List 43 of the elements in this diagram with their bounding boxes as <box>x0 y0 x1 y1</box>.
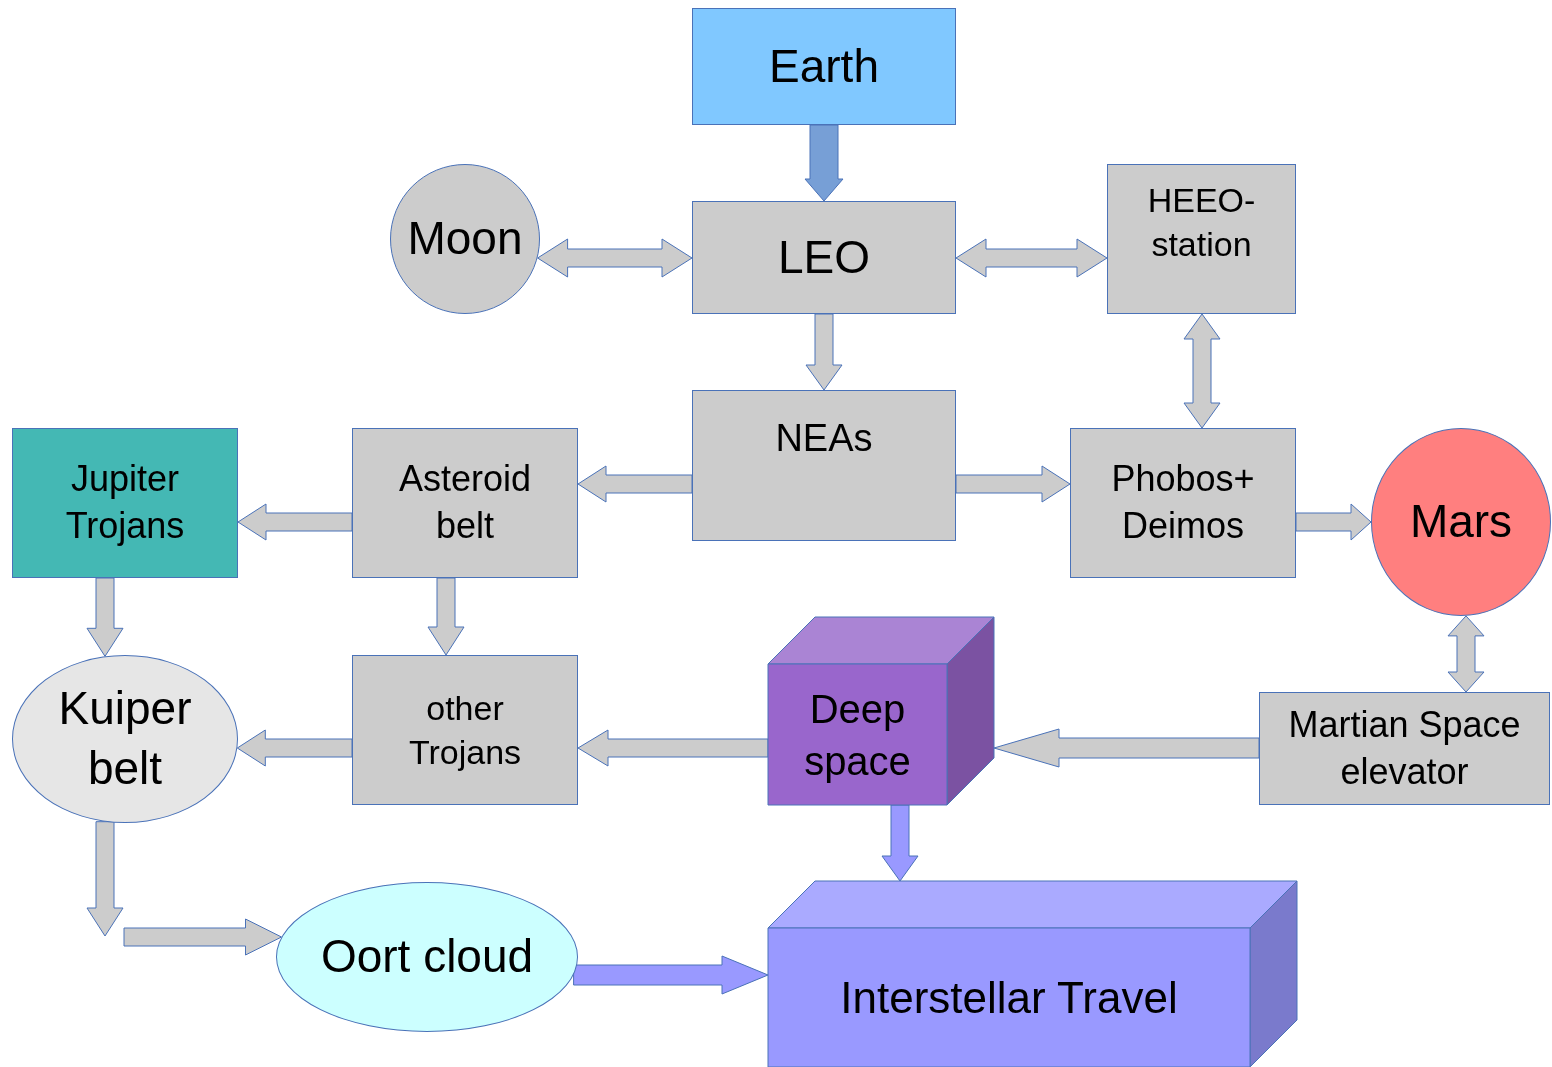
node-label: Martian Space elevator <box>1287 702 1522 794</box>
block-arrow <box>1447 615 1485 693</box>
block-arrow <box>1183 313 1221 429</box>
node-label: Kuiper belt <box>57 681 193 796</box>
node-label: Oort cloud <box>320 929 534 985</box>
node-label: Asteroid belt <box>397 457 533 548</box>
block-arrow <box>955 465 1071 503</box>
node-label: Earth <box>769 38 879 94</box>
block-arrow <box>237 503 353 541</box>
process-box <box>12 428 238 578</box>
node-label: Jupiter Trojans <box>64 457 186 548</box>
block-arrow <box>573 955 769 995</box>
node-label: Phobos+ Deimos <box>1110 457 1256 548</box>
node-label: other Trojans <box>407 687 523 773</box>
process-box <box>692 201 956 314</box>
block-arrow <box>955 238 1108 278</box>
block-arrow <box>427 577 465 656</box>
process-box <box>352 655 578 805</box>
block-arrow <box>805 313 843 391</box>
node-label: LEO <box>777 229 870 285</box>
block-arrow <box>804 124 844 202</box>
process-box <box>352 428 578 578</box>
block-arrow <box>993 728 1260 768</box>
node-label: Mars <box>1409 494 1513 550</box>
block-arrow <box>577 729 769 767</box>
process-box <box>1259 692 1550 805</box>
block-arrow <box>236 729 353 767</box>
block-arrow <box>881 804 919 882</box>
process-box <box>1107 164 1296 314</box>
node-label: Deep space <box>803 685 912 785</box>
process-box <box>692 390 956 541</box>
block-arrow <box>537 238 693 278</box>
node-label: Interstellar Travel <box>840 971 1178 1024</box>
block-arrow <box>1295 503 1372 541</box>
node-label: HEEO- station <box>1146 180 1257 266</box>
block-arrow <box>123 918 282 956</box>
process-box <box>692 8 956 125</box>
process-box <box>1070 428 1296 578</box>
node-label: NEAs <box>775 416 873 461</box>
block-arrow <box>86 821 124 937</box>
node-label: Moon <box>407 211 523 267</box>
block-arrow <box>86 577 124 657</box>
block-arrow <box>577 465 693 503</box>
